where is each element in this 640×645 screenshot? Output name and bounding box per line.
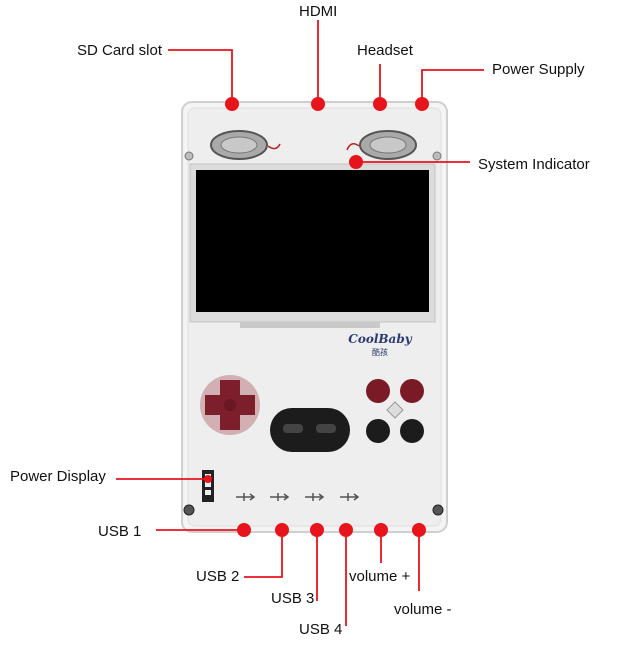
dpad (200, 375, 260, 435)
screw-icon (432, 151, 442, 161)
label-sd-card-slot: SD Card slot (77, 42, 163, 59)
callout-lines (116, 20, 484, 626)
system-indicator-dot (349, 155, 363, 169)
action-buttons (366, 379, 424, 443)
brand-logo: CoolBaby (348, 332, 412, 346)
hdmi-dot (311, 97, 325, 111)
usb1-dot (237, 523, 251, 537)
handheld-console: CoolBaby 酷孩 (181, 101, 448, 533)
screen (196, 170, 429, 312)
screw-icon (432, 504, 444, 516)
label-power-display: Power Display (10, 468, 106, 485)
brand-subtitle: 酷孩 (372, 347, 388, 357)
start-select-pod (270, 408, 350, 452)
label-volume-up: volume + (349, 568, 411, 585)
label-usb3: USB 3 (271, 590, 315, 607)
callout-dots (204, 97, 429, 537)
power-supply-dot (415, 97, 429, 111)
usb4-dot (339, 523, 353, 537)
usb2-dot (275, 523, 289, 537)
label-volume-down: volume - (394, 601, 452, 618)
label-usb1: USB 1 (98, 523, 142, 540)
label-usb4: USB 4 (299, 621, 343, 638)
headset-dot (373, 97, 387, 111)
usb-markings (236, 493, 360, 501)
screw-icon (183, 504, 195, 516)
label-power-supply: Power Supply (492, 61, 585, 78)
left-speaker (210, 130, 281, 160)
power-display-dot (204, 475, 212, 483)
usb3-dot (310, 523, 324, 537)
volume-up-dot (374, 523, 388, 537)
label-headset: Headset (357, 42, 413, 59)
label-usb2: USB 2 (196, 568, 240, 585)
screw-icon (184, 151, 194, 161)
right-speaker (346, 130, 417, 160)
label-hdmi: HDMI (299, 3, 338, 20)
label-system-indicator: System Indicator (478, 156, 590, 173)
sd-card-dot (225, 97, 239, 111)
volume-down-dot (412, 523, 426, 537)
